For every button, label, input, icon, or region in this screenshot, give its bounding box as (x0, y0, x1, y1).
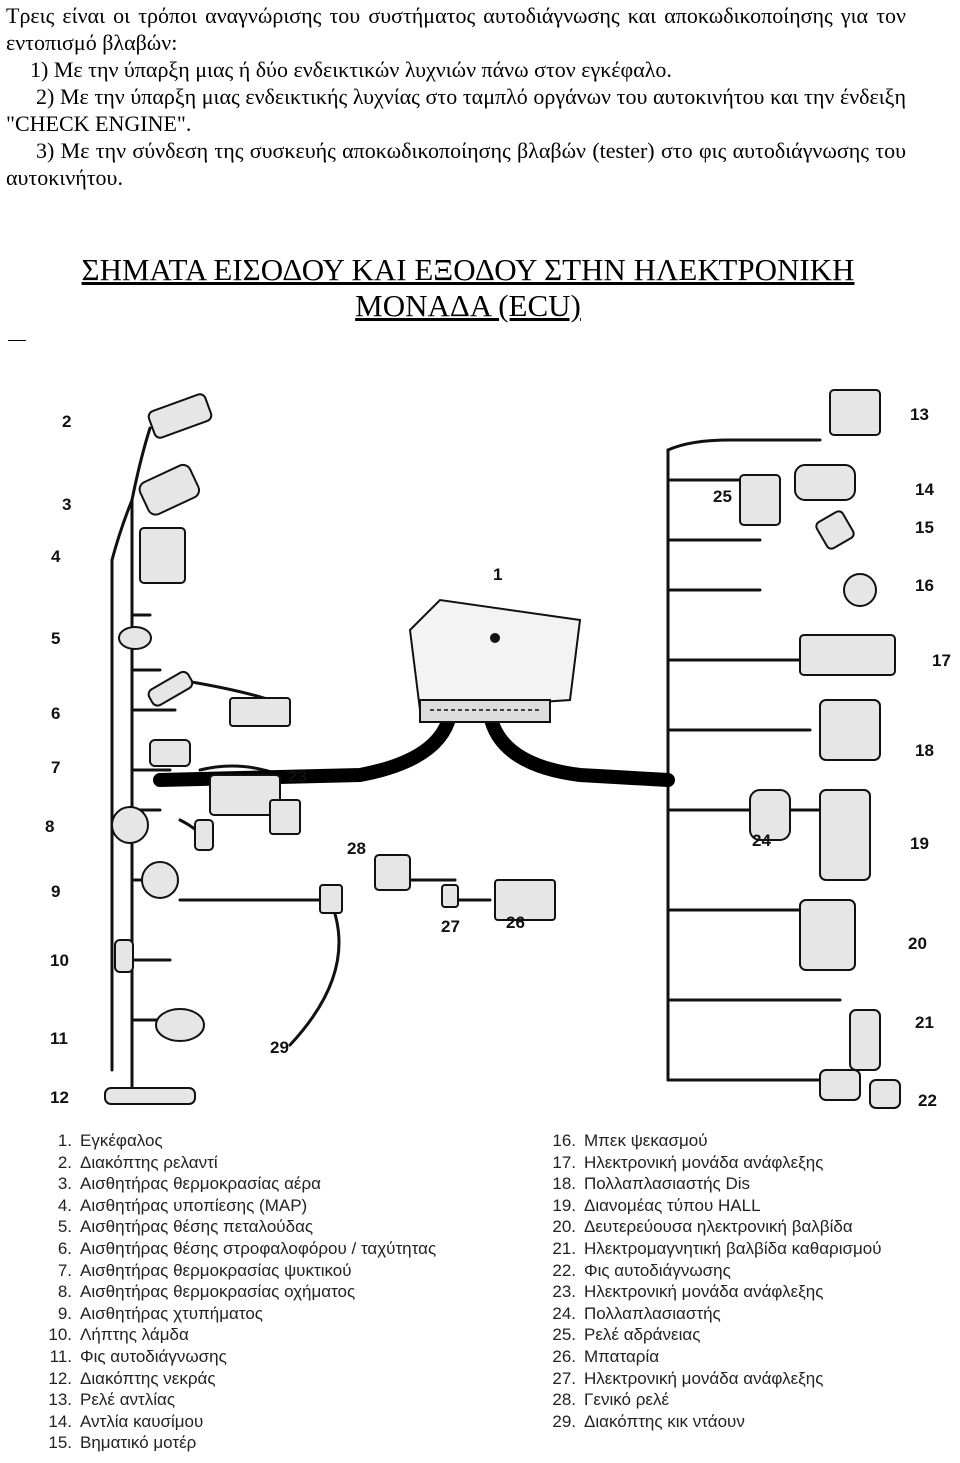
main-harness (153, 708, 675, 787)
label-7: 7 (51, 758, 60, 777)
heading-line-1: ΣΗΜΑΤΑ ΕΙΣΟΔΟΥ ΚΑΙ ΕΞΟΔΟΥ ΣΤΗΝ ΗΛΕΚΤΡΟΝΙ… (81, 252, 855, 287)
legend-item: 8.Αισθητήρας θερμοκρασίας οχήματος (57, 1282, 356, 1302)
label-21: 21 (915, 1013, 934, 1032)
legend-item: 7.Αισθητήρας θερμοκρασίας ψυκτικού (57, 1260, 352, 1280)
label-28: 28 (347, 839, 366, 858)
legend-item: 22.Φις αυτοδιάγνωσης (552, 1260, 731, 1280)
intro-text: Τρεις είναι οι τρόποι αναγνώρισης του συ… (6, 2, 906, 191)
label-24: 24 (752, 831, 771, 850)
intro-item-1: 1) Με την ύπαρξη μιας ή δύο ενδεικτικών … (30, 57, 672, 82)
legend-left: 1.Εγκέφαλος 2.Διακόπτης ρελαντί 3.Αισθητ… (44, 1130, 436, 1454)
label-17: 17 (932, 651, 951, 670)
heading-line-2: ΜΟΝΑΔΑ (ECU) (355, 288, 581, 323)
section-heading: ΣΗΜΑΤΑ ΕΙΣΟΔΟΥ ΚΑΙ ΕΞΟΔΟΥ ΣΤΗΝ ΗΛΕΚΤΡΟΝΙ… (0, 252, 936, 324)
label-8: 8 (45, 817, 54, 836)
legend-item: 3.Αισθητήρας θερμοκρασίας αέρα (57, 1174, 321, 1194)
legend-item: 27.Ηλεκτρονική μονάδα ανάφλεξης (552, 1368, 824, 1388)
label-12: 12 (50, 1088, 69, 1107)
label-6: 6 (51, 704, 60, 723)
label-25: 25 (713, 487, 732, 506)
label-1: 1 (493, 565, 502, 584)
label-15: 15 (915, 518, 934, 537)
components-center (319, 854, 556, 921)
label-19: 19 (910, 834, 929, 853)
label-11: 11 (50, 1029, 68, 1048)
label-13: 13 (910, 405, 929, 424)
legend-item: 23.Ηλεκτρονική μονάδα ανάφλεξης (552, 1282, 824, 1302)
component-numbers: 1 2 3 4 5 6 7 8 9 10 11 12 13 14 15 16 1… (45, 405, 951, 1110)
legend-item: 17.Ηλεκτρονική μονάδα ανάφλεξης (552, 1152, 824, 1172)
label-23: 23 (288, 767, 307, 786)
legend-item: 14.Αντλία καυσίμου (48, 1411, 204, 1431)
label-5: 5 (51, 629, 60, 648)
label-18: 18 (915, 741, 934, 760)
ecu-wiring-diagram: 1 2 3 4 5 6 7 8 9 10 11 12 13 14 15 16 1… (45, 389, 951, 1110)
legend-item: 24.Πολλαπλασιαστής (552, 1303, 721, 1323)
legend-item: 12.Διακόπτης νεκράς (48, 1368, 216, 1388)
label-4: 4 (51, 547, 61, 566)
wiring-harness (110, 426, 842, 1102)
label-20: 20 (908, 934, 927, 953)
legend-item: 5.Αισθητήρας θέσης πεταλούδας (57, 1217, 314, 1237)
label-3: 3 (62, 495, 71, 514)
label-16: 16 (915, 576, 934, 595)
legend-item: 4.Αισθητήρας υποπίεσης (MAP) (57, 1195, 308, 1215)
intro-item-2: 2) Με την ύπαρξη μιας ενδεικτικής λυχνία… (6, 84, 906, 136)
legend-item: 29.Διακόπτης κικ ντάουν (552, 1411, 745, 1431)
legend-item: 28.Γενικό ρελέ (552, 1390, 670, 1410)
dash-mark (8, 340, 26, 341)
legend-item: 2.Διακόπτης ρελαντί (57, 1152, 218, 1172)
legend-item: 20.Δευτερεύουσα ηλεκτρονική βαλβίδα (552, 1217, 853, 1237)
legend-item: 13.Ρελέ αντλίας (48, 1390, 176, 1410)
label-10: 10 (50, 951, 69, 970)
legend-item: 10.Λήπτης λάμδα (48, 1325, 189, 1345)
legend-right: 16.Μπεκ ψεκασμού 17.Ηλεκτρονική μονάδα α… (548, 1130, 882, 1432)
label-2: 2 (62, 412, 71, 431)
label-26: 26 (506, 913, 525, 932)
legend-item: 6.Αισθητήρας θέσης στροφαλοφόρου / ταχύτ… (57, 1238, 437, 1258)
legend-item: 26.Μπαταρία (552, 1346, 660, 1366)
legend-item: 19.Διανομέας τύπου HALL (552, 1195, 761, 1215)
legend-item: 16.Μπεκ ψεκασμού (552, 1131, 708, 1150)
components-left (104, 393, 301, 1105)
label-9: 9 (51, 882, 60, 901)
components-right (739, 389, 901, 1109)
legend-item: 21.Ηλεκτρομαγνητική βαλβίδα καθαρισμού (552, 1238, 882, 1258)
label-22: 22 (918, 1091, 937, 1110)
legend-item: 25.Ρελέ αδράνειας (552, 1325, 701, 1345)
label-29: 29 (270, 1038, 289, 1057)
label-27: 27 (441, 917, 460, 936)
legend-item: 18.Πολλαπλασιαστής Dis (552, 1174, 751, 1194)
legend-item: 1.Εγκέφαλος (57, 1131, 163, 1150)
ecu-unit (408, 598, 582, 723)
intro-item-3: 3) Με την σύνδεση της συσκευής αποκωδικο… (6, 138, 906, 190)
legend-item: 15.Βηματικό μοτέρ (48, 1433, 197, 1453)
intro-line: Τρεις είναι οι τρόποι αναγνώρισης του συ… (6, 3, 906, 55)
legend-item: 9.Αισθητήρας χτυπήματος (57, 1303, 263, 1323)
legend-item: 11.Φις αυτοδιάγνωσης (49, 1346, 227, 1366)
label-14: 14 (915, 480, 934, 499)
